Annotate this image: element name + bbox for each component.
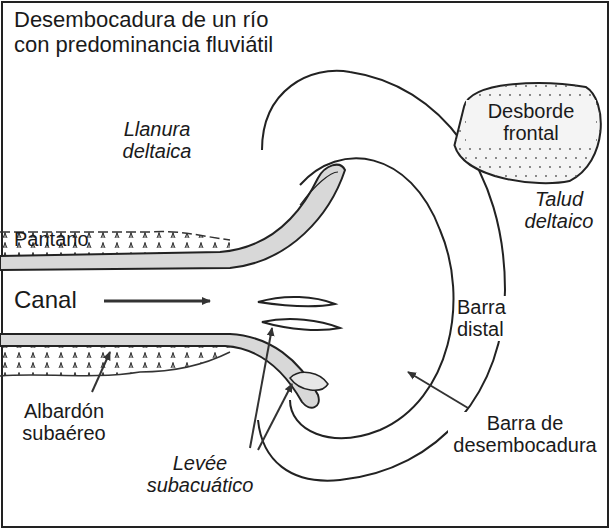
part-label: Levée subacuático xyxy=(140,452,260,497)
leader xyxy=(408,372,468,408)
levee-upper xyxy=(0,165,345,270)
marsh-lower xyxy=(0,345,230,376)
subaqueous-levee xyxy=(258,297,335,306)
title: Desembocadura de un río con predominanci… xyxy=(14,8,284,57)
flow-arrow xyxy=(104,300,210,303)
levee-lower xyxy=(0,334,319,408)
part-label: Barra distal xyxy=(455,296,519,341)
subaqueous-levee xyxy=(262,319,340,330)
leader xyxy=(258,384,292,450)
part-label: Albardón subaéreo xyxy=(14,400,114,445)
part-label: Llanura deltaica xyxy=(112,118,202,163)
node-text: Desborde frontal xyxy=(466,100,596,145)
part-label: Barra de desembocadura xyxy=(448,412,602,457)
part-label: Canal xyxy=(14,287,94,314)
part-label: Talud deltaico xyxy=(512,188,606,233)
part-label: Pantano xyxy=(14,228,104,250)
subaqueous-levee xyxy=(290,372,328,390)
leader xyxy=(92,352,110,392)
overflow-lobe: Desborde frontal xyxy=(448,78,610,190)
